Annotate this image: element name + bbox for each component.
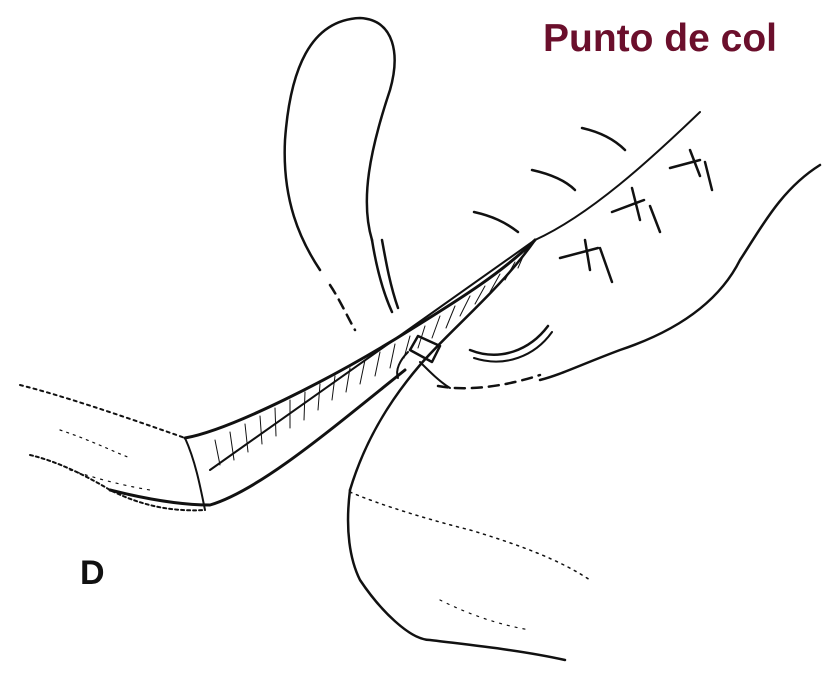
left-tissue-block xyxy=(20,240,535,510)
suture-thread xyxy=(285,18,552,388)
slide-title: Punto de col xyxy=(543,14,777,64)
panel-label: D xyxy=(80,553,105,593)
right-tissue-block xyxy=(348,112,820,660)
stitches-left-row xyxy=(474,128,625,232)
